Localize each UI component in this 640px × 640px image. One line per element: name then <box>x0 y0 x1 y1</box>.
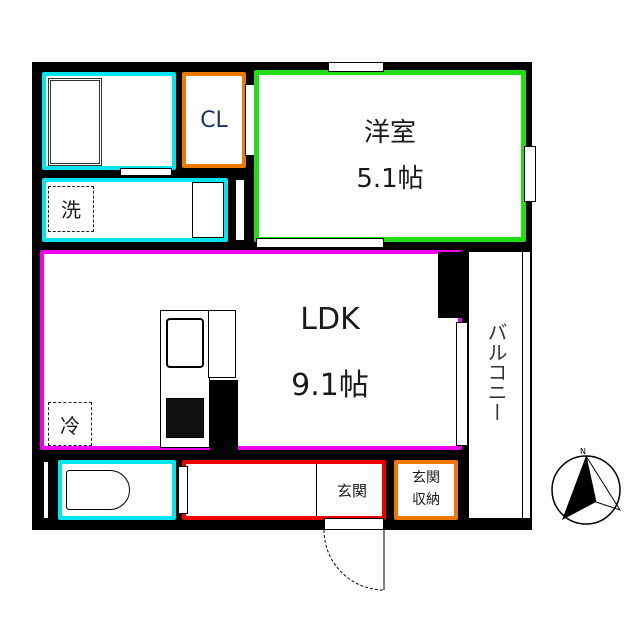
balcony-label: バルコニー <box>484 322 508 422</box>
partition <box>236 180 244 240</box>
wash-basin <box>192 182 224 238</box>
entrance-storage <box>394 460 458 520</box>
fridge-space <box>48 402 92 446</box>
western-room-label: 洋室 <box>363 118 416 148</box>
bath-door[interactable] <box>120 168 172 176</box>
bathtub <box>48 78 102 166</box>
stove <box>166 398 204 438</box>
western-room-bottom-window[interactable] <box>256 238 384 248</box>
entrance-label: 玄関 <box>336 482 367 500</box>
western-room-size: 5.1帖 <box>356 164 424 194</box>
hall-divider <box>316 464 317 516</box>
entrance-storage-line1: 玄関 <box>412 470 440 486</box>
counter-extension <box>208 310 236 378</box>
ldk-label: LDK <box>300 302 360 337</box>
fridge-label: 冷 <box>60 414 80 438</box>
balcony <box>468 252 530 518</box>
western-room-top-window[interactable] <box>328 62 384 72</box>
ldk-size: 9.1帖 <box>291 368 369 403</box>
washer-label: 洗 <box>61 198 81 222</box>
toilet-bowl <box>66 470 130 510</box>
washer-space <box>48 186 94 232</box>
balcony-rail <box>522 252 523 518</box>
compass-icon: N <box>551 447 622 525</box>
western-room-right-window[interactable] <box>524 146 536 202</box>
closet <box>182 72 246 168</box>
closet-label: CL <box>200 108 228 133</box>
sink <box>166 318 204 368</box>
western-room <box>254 70 526 242</box>
kitchen-pillar <box>210 380 238 452</box>
ldk <box>40 250 462 450</box>
ldk-balcony-window[interactable] <box>456 322 468 446</box>
hall-door[interactable] <box>178 466 188 514</box>
front-door-opening[interactable] <box>324 518 384 530</box>
front-door-swing-icon <box>323 529 385 591</box>
ldk-corner-pillar <box>438 252 468 318</box>
compass-north-label: N <box>580 447 586 456</box>
entrance-storage-line2: 収納 <box>412 492 440 508</box>
left-window[interactable] <box>44 462 48 518</box>
